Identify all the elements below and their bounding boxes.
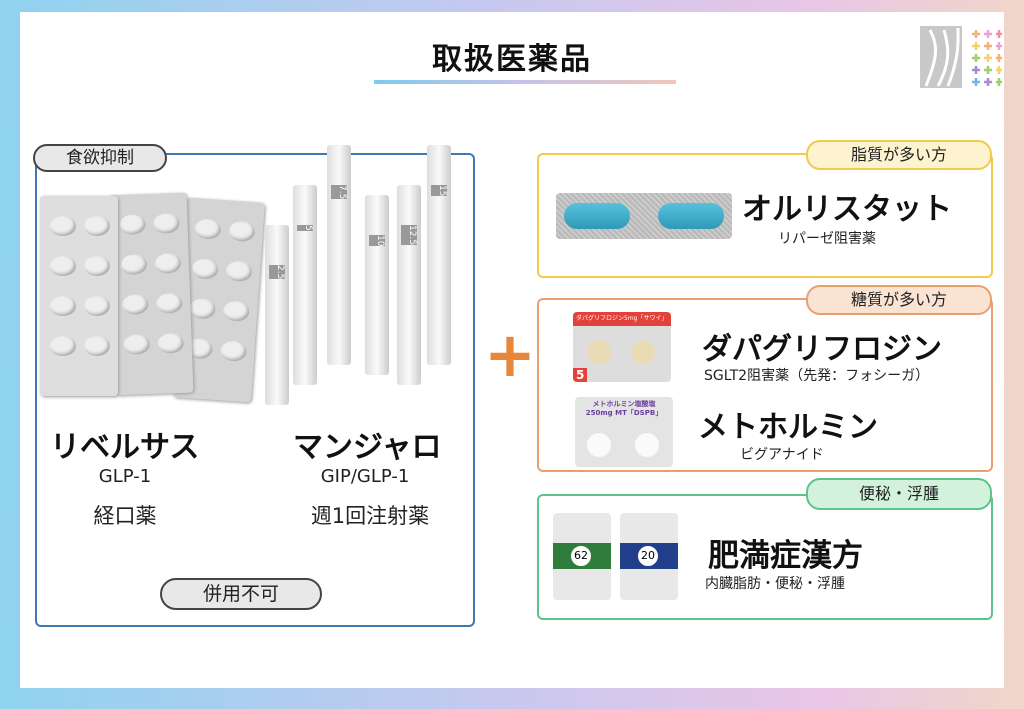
kampo-pack-20: 20 (620, 513, 678, 600)
pack-number: 20 (636, 544, 660, 568)
appetite-suppression-section (35, 153, 475, 627)
mounjaro-pens-image: 2.5 5 7.5 10 12.5 15 (255, 145, 465, 405)
section-label-carbohydrate: 糖質が多い方 (806, 285, 992, 315)
drug-name-rybelsus: リベルサス (50, 430, 200, 465)
pack-number: 62 (569, 544, 593, 568)
page-title: 取扱医薬品 (432, 42, 592, 77)
drug-type-rybelsus: GLP-1 (98, 466, 152, 487)
drug-desc-metformin: ビグアナイド (740, 447, 824, 463)
drug-name-kampo: 肥満症漢方 (708, 538, 863, 574)
section-label-lipid: 脂質が多い方 (806, 140, 992, 170)
drug-route-mounjaro: 週1回注射薬 (310, 504, 430, 528)
logo-icon (920, 26, 1002, 88)
drug-name-orlistat: オルリスタット (742, 192, 952, 227)
carbohydrate-section (537, 298, 993, 472)
drug-name-metformin: メトホルミン (698, 410, 878, 445)
plus-icon: + (484, 318, 536, 391)
drug-name-mounjaro: マンジャロ (293, 430, 442, 465)
dapagliflozin-image: ダパグリフロジン5mg「サワイ」 5 (573, 312, 671, 382)
pen-dose: 7.5 (331, 185, 347, 200)
pen-dose: 10 (369, 235, 385, 247)
lipid-section (537, 153, 993, 278)
pack-label: ダパグリフロジン5mg「サワイ」 (573, 312, 671, 326)
drug-desc-kampo: 内臓脂肪・便秘・浮腫 (705, 576, 845, 592)
pack-label: メトホルミン塩酸塩 250mg MT「DSPB」 (585, 400, 663, 417)
drug-route-rybelsus: 経口薬 (93, 504, 157, 528)
orlistat-image (556, 193, 732, 239)
kampo-pack-62: 62 (553, 513, 611, 600)
title-underline (374, 80, 676, 84)
drug-type-mounjaro: GIP/GLP-1 (320, 466, 410, 487)
pen-dose: 15 (431, 185, 447, 197)
drug-name-dapagliflozin: ダパグリフロジン (702, 332, 942, 367)
drug-desc-orlistat: リパーゼ阻害薬 (778, 231, 876, 247)
pack-dose: 5 (573, 368, 588, 382)
metformin-image: メトホルミン塩酸塩 250mg MT「DSPB」 (575, 397, 673, 467)
pen-dose: 12.5 (401, 225, 417, 246)
combination-not-allowed-badge: 併用不可 (160, 578, 322, 610)
drug-desc-dapagliflozin: SGLT2阻害薬（先発：フォシーガ） (704, 368, 930, 384)
section-label-constipation: 便秘・浮腫 (806, 478, 992, 510)
pen-dose: 2.5 (269, 265, 285, 280)
section-label-appetite: 食欲抑制 (33, 144, 167, 172)
pen-dose: 5 (297, 225, 313, 231)
constipation-edema-section (537, 494, 993, 620)
